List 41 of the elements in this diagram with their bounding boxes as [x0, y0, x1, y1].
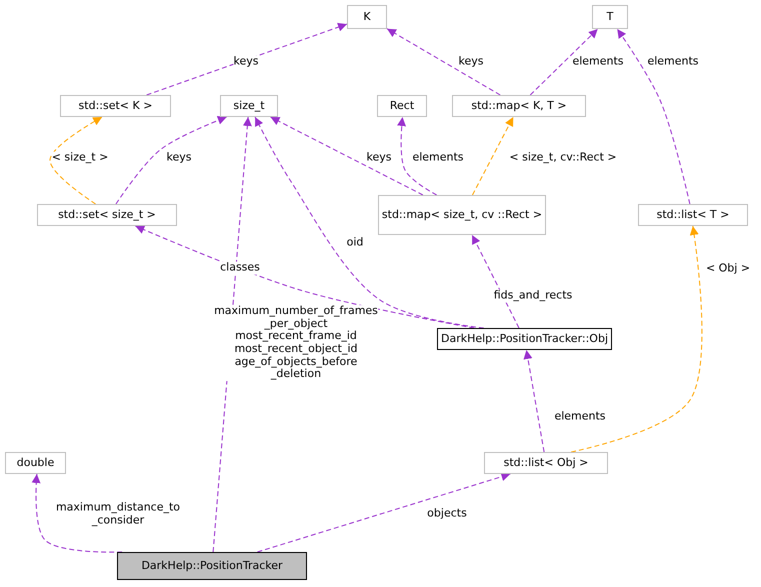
- dependency-arrow: [524, 350, 545, 452]
- dependency-arrow: [50, 116, 103, 204]
- edge-label: fids_and_rects: [494, 290, 572, 302]
- dependency-arrow: [472, 234, 520, 328]
- dependency-arrow: [32, 474, 123, 553]
- class-box-highlighted: DarkHelp::PositionTracker: [117, 552, 307, 580]
- class-box: std::list< T >: [638, 204, 748, 226]
- edge-label: keys: [366, 152, 392, 164]
- edge-label: keys: [166, 152, 192, 164]
- dependency-arrow: [256, 472, 511, 552]
- class-box: double: [5, 452, 66, 474]
- dependency-arrow: [270, 116, 424, 196]
- class-box: std::list< Obj >: [484, 452, 608, 474]
- class-box: std::map< K, T >: [452, 95, 586, 117]
- edge-label: keys: [234, 56, 258, 68]
- class-box: Rect: [377, 95, 427, 117]
- dependency-arrow: [254, 116, 484, 328]
- dependency-arrow: [616, 28, 690, 204]
- class-box: K: [347, 5, 387, 29]
- class-box: std::set< size_t >: [37, 204, 177, 226]
- edge-label: classes: [220, 262, 260, 274]
- edge-label: < size_t, cv::Rect >: [509, 152, 617, 164]
- dependency-arrow: [472, 116, 514, 196]
- dependency-arrow: [386, 28, 501, 96]
- dependency-arrow: [134, 225, 475, 328]
- dependency-arrow: [115, 116, 228, 204]
- class-box: size_t: [220, 95, 278, 117]
- class-box: std::set< K >: [60, 95, 171, 117]
- edge-label: < Obj >: [706, 262, 750, 276]
- dependency-arrow: [397, 116, 438, 196]
- dependency-arrow: [146, 22, 348, 96]
- edge-label: objects: [427, 508, 467, 520]
- dependency-arrow: [570, 226, 702, 452]
- class-box: std::map< size_t, cv ::Rect >: [378, 195, 546, 235]
- edge-label: keys: [458, 56, 484, 68]
- edge-label: maximum_number_of_frames _per_object most_recent_frame_id most_recent_object_id age_of_objects_before _deletion: [214, 305, 378, 381]
- dependency-arrow: [530, 28, 598, 96]
- class-box: T: [592, 5, 628, 29]
- edge-label: maximum_distance_to _consider: [56, 501, 180, 527]
- class-box: DarkHelp::PositionTracker::Obj: [437, 328, 612, 350]
- edge-label: < size_t >: [52, 152, 108, 164]
